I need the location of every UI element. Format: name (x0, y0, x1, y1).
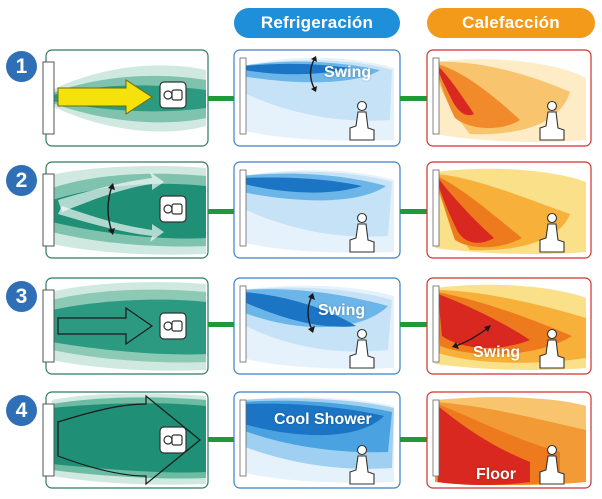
heating-header: Calefacción (427, 8, 595, 38)
heating-panel-row-4 (426, 391, 592, 489)
airflow-panel-row-3 (42, 277, 209, 375)
connector-row-2-b (400, 209, 427, 214)
heating-label-row-3: Swing (473, 344, 521, 361)
airflow-panel-row-4 (42, 391, 209, 489)
airflow-panel-row-2 (42, 161, 209, 259)
row-number-1: 1 (6, 51, 37, 82)
connector-row-4-b (400, 437, 427, 442)
connector-row-3-b (400, 322, 427, 327)
seated-person-icon (349, 212, 375, 253)
person-icon-row-2 (159, 195, 187, 223)
cooling-header: Refrigeración (234, 8, 400, 38)
row-3 (42, 277, 592, 375)
cooling-label-row-1: Swing (324, 64, 372, 81)
seated-person-icon (349, 328, 375, 369)
cooling-label-row-3: Swing (318, 302, 366, 319)
row-1 (42, 49, 592, 147)
connector-row-1-a (208, 96, 235, 101)
person-icon-row-4 (159, 426, 187, 454)
connector-row-1-b (400, 96, 427, 101)
row-number-4: 4 (6, 395, 37, 426)
connector-row-2-a (208, 209, 235, 214)
row-number-2: 2 (6, 165, 37, 196)
seated-person-icon (539, 212, 565, 253)
person-icon-row-1 (159, 81, 187, 109)
seated-person-icon (349, 444, 375, 485)
heating-panel-row-2 (426, 161, 592, 259)
row-2 (42, 161, 592, 259)
connector-row-3-a (208, 322, 235, 327)
connector-row-4-a (208, 437, 235, 442)
cooling-panel-row-2 (233, 161, 401, 259)
seated-person-icon (539, 328, 565, 369)
heating-label-row-4: Floor (476, 466, 516, 483)
seated-person-icon (539, 100, 565, 141)
cooling-panel-row-1 (233, 49, 401, 147)
cooling-panel-row-4 (233, 391, 401, 489)
heating-panel-row-3 (426, 277, 592, 375)
row-4 (42, 391, 592, 489)
cooling-panel-row-3 (233, 277, 401, 375)
person-icon-row-3 (159, 312, 187, 340)
row-number-3: 3 (6, 281, 37, 312)
airflow-panel-row-1 (42, 49, 209, 147)
cooling-label-row-4: Cool Shower (274, 411, 372, 428)
seated-person-icon (349, 100, 375, 141)
seated-person-icon (539, 444, 565, 485)
heating-panel-row-1 (426, 49, 592, 147)
